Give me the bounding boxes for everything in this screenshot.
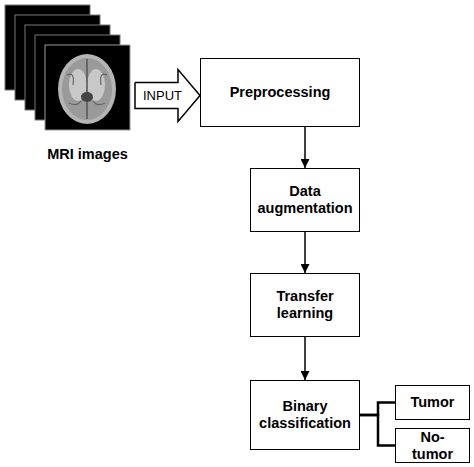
- edge-label: INPUT: [143, 88, 182, 103]
- node-text: Binary classification: [255, 398, 355, 432]
- connector: [304, 127, 306, 168]
- connector: [304, 232, 306, 273]
- node-text: Tumor: [410, 394, 454, 411]
- node-text: No-tumor: [400, 429, 465, 463]
- node-text: Transfer learning: [255, 288, 355, 322]
- mri-slice: [45, 45, 130, 130]
- process-box: Tumor: [395, 385, 470, 420]
- image-stack-node: MRI images: [40, 5, 135, 163]
- node-text: MRI images: [47, 146, 128, 163]
- node-text: Preprocessing: [230, 84, 331, 101]
- process-box: Binary classification: [250, 380, 360, 450]
- node-text: Data augmentation: [255, 183, 355, 217]
- process-box: Transfer learning: [250, 273, 360, 337]
- connector: [304, 337, 306, 380]
- process-box: No-tumor: [395, 428, 470, 463]
- block-arrow: [135, 70, 200, 122]
- connector: [360, 415, 395, 446]
- connector: [360, 403, 395, 416]
- process-box: Data augmentation: [250, 168, 360, 232]
- process-box: Preprocessing: [200, 58, 360, 127]
